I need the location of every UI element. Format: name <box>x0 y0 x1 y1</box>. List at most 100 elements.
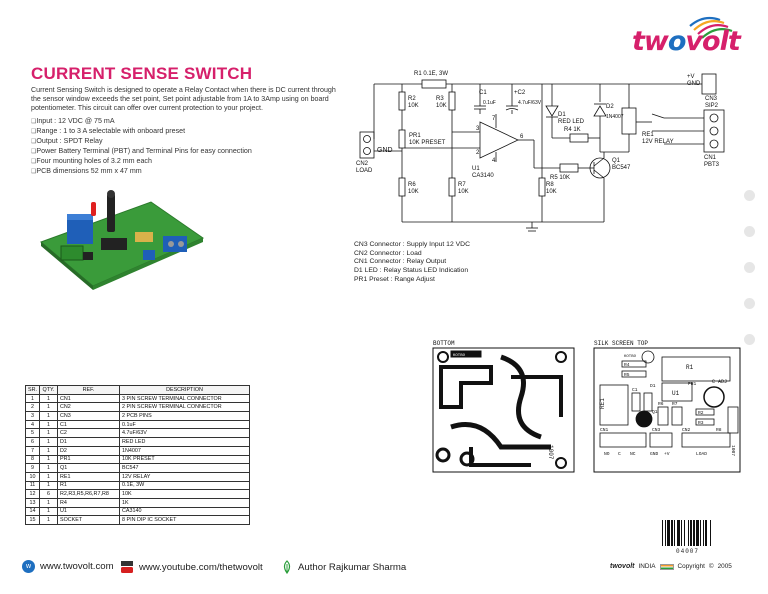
silk-c: C <box>618 451 621 457</box>
india-flag-icon <box>659 563 674 570</box>
cn1-label: CN1 <box>704 155 717 161</box>
barcode-bar <box>705 520 707 546</box>
bom-cell-ref: Q1 <box>57 463 120 473</box>
d1-label: D1 <box>558 112 566 118</box>
c1-value: 0.1uF <box>483 100 496 106</box>
page-title: CURRENT SENSE SWITCH <box>31 64 253 83</box>
barcode-bar <box>693 520 695 546</box>
bom-header-description: DESCRIPTION <box>119 385 250 395</box>
silk-d1: D1 <box>650 383 656 389</box>
bom-cell-description: 4.7uF/63V <box>119 428 250 439</box>
bom-cell-qty: 6 <box>39 489 58 499</box>
silk-r5: R5 <box>624 372 630 378</box>
bom-cell-qty: 1 <box>39 411 58 421</box>
u1-label: U1 <box>472 166 480 172</box>
silk-load: LOAD <box>696 451 707 457</box>
silk-u1: U1 <box>672 390 680 397</box>
footer-author: Author Rajkumar Sharma <box>281 560 406 574</box>
bom-cell-ref: R1 <box>57 480 120 491</box>
copyright-year: 2005 <box>717 563 732 570</box>
c2-value: 4.7uF/63V <box>518 100 542 106</box>
bom-cell-sr: 1 <box>25 393 40 404</box>
bom-cell-sr: 15 <box>25 515 40 525</box>
note-item: CN1 Connector : Relay Output <box>354 258 447 266</box>
bom-cell-qty: 1 <box>39 497 58 508</box>
cn3-label: CN3 <box>705 96 718 102</box>
led-icon <box>91 202 96 216</box>
website-link[interactable]: www.twovolt.com <box>40 561 114 572</box>
bom-cell-sr: 6 <box>25 437 40 447</box>
pin7-label: 7 <box>492 116 496 122</box>
pcb-bottom-brand: KOTBO <box>453 354 466 358</box>
page-edge-dot <box>744 262 755 273</box>
barcode-bar <box>667 520 670 546</box>
barcode-bar <box>681 520 682 546</box>
pr1-value: 10K PRESET <box>409 140 446 146</box>
bom-cell-ref: PR1 <box>57 454 120 465</box>
copyright-symbol-icon: © <box>708 563 714 570</box>
r6-label: R6 <box>408 182 416 188</box>
footer-youtube[interactable]: www.youtube.com/thetwovolt <box>120 560 263 574</box>
bom-cell-ref: CN3 <box>57 411 120 421</box>
u1-value: CA3140 <box>472 173 494 179</box>
barcode-bar <box>677 520 680 546</box>
bom-cell-description: 12V RELAY <box>119 471 250 482</box>
logo-wordmark: twovolt <box>632 26 741 57</box>
bom-cell-ref: R2,R3,R5,R6,R7,R8 <box>57 489 120 499</box>
d2-value: 1N4007 <box>606 114 624 120</box>
footer-website[interactable]: w www.twovolt.com <box>22 560 114 573</box>
re1-value: 12V RELAY <box>642 139 674 145</box>
pin2-label: 2 <box>476 150 480 156</box>
barcode-bar <box>700 520 701 546</box>
silk-vplus: +V <box>664 451 670 457</box>
bom-cell-ref: U1 <box>57 506 120 517</box>
bom-cell-sr: 7 <box>25 445 40 456</box>
bom-cell-description: RED LED <box>119 437 250 447</box>
bom-cell-sr: 12 <box>25 489 40 499</box>
page-edge-dot <box>744 334 755 345</box>
silk-cadj: C ADJ <box>712 379 727 385</box>
spec-item: Output : SPDT Relay <box>31 137 252 147</box>
bom-cell-description: 1K <box>119 497 250 508</box>
bom-cell-sr: 8 <box>25 454 40 465</box>
bom-cell-ref: CN1 <box>57 393 120 404</box>
bom-cell-description: 1N4007 <box>119 445 250 456</box>
page-edge-dot <box>744 226 755 237</box>
bom-cell-ref: R4 <box>57 497 120 508</box>
youtube-link[interactable]: www.youtube.com/thetwovolt <box>139 561 263 573</box>
terminal-icon <box>163 236 187 252</box>
cn2-label: CN2 <box>356 161 369 167</box>
copyright-text: Copyright <box>677 563 705 570</box>
intro-paragraph: Current Sensing Switch is designed to op… <box>31 86 336 112</box>
pcb-bottom-label: BOTTOM <box>433 340 455 347</box>
logo-swoosh-icon <box>689 16 733 39</box>
pr1-label: PR1 <box>409 133 421 139</box>
silk-cn3: CN3 <box>652 427 661 433</box>
bom-cell-ref: D1 <box>57 437 120 447</box>
r7-value: 10K <box>458 189 469 195</box>
bom-cell-qty: 1 <box>39 445 58 456</box>
silk-r4: R4 <box>624 362 630 368</box>
silk-r2: R2 <box>698 410 704 416</box>
q1-value: BC547 <box>612 165 631 171</box>
pcb-top-label: SILK SCREEN TOP <box>594 340 648 347</box>
bom-cell-sr: 10 <box>25 471 40 482</box>
silk-pr1: PR1 <box>688 381 697 387</box>
bom-cell-sr: 11 <box>25 480 40 491</box>
spec-item: Four mounting holes of 3.2 mm each <box>31 157 252 167</box>
twovolt-logo: twovolt <box>612 12 762 58</box>
gnd-label: GND <box>377 147 393 154</box>
bom-cell-sr: 14 <box>25 506 40 517</box>
bom-cell-description: CA3140 <box>119 506 250 517</box>
r2-value: 10K <box>408 103 419 109</box>
bom-header-row: SR. QTY. REF. DESCRIPTION <box>25 385 250 395</box>
bom-cell-qty: 1 <box>39 463 58 473</box>
page-edge-dot <box>744 298 755 309</box>
q1-label: Q1 <box>612 158 621 164</box>
